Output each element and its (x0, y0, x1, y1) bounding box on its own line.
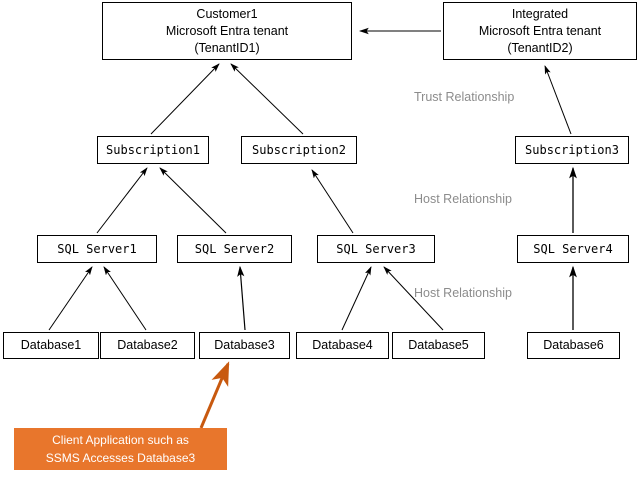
server-box-sqlserver4[interactable]: SQL Server4 (517, 235, 629, 263)
edge-label-host-relationship-lower: Host Relationship (414, 286, 512, 300)
database-box-database5[interactable]: Database5 (392, 332, 485, 359)
database2-label: Database2 (117, 338, 178, 352)
database5-label: Database5 (408, 338, 469, 352)
database-box-database3[interactable]: Database3 (199, 332, 290, 359)
callout-line1: Client Application such as (52, 433, 189, 447)
database-box-database4[interactable]: Database4 (296, 332, 389, 359)
sqlserver1-label: SQL Server1 (57, 242, 137, 256)
sqlserver4-label: SQL Server4 (533, 242, 613, 256)
server-box-sqlserver2[interactable]: SQL Server2 (177, 235, 292, 263)
subscription3-label: Subscription3 (525, 143, 619, 157)
database-box-database2[interactable]: Database2 (100, 332, 195, 359)
database-box-database6[interactable]: Database6 (527, 332, 620, 359)
edge-database1-to-sqlserver1 (48, 266, 93, 331)
edge-database3-to-sqlserver2 (237, 265, 246, 331)
database-box-database1[interactable]: Database1 (3, 332, 99, 359)
edge-sqlserver2-to-subscription1 (159, 167, 227, 234)
edge-subscription3-to-integrated (544, 65, 572, 135)
subscription-box-subscription3[interactable]: Subscription3 (515, 136, 629, 164)
edge-callout-to-database3 (199, 361, 230, 429)
subscription1-label: Subscription1 (106, 143, 200, 157)
tenant-customer1-line2: Microsoft Entra tenant (165, 23, 289, 38)
database3-label: Database3 (214, 338, 275, 352)
tenant-customer1-line1: Customer1 (196, 6, 258, 21)
tenant-customer1-line3: (TenantID1) (194, 40, 260, 55)
database4-label: Database4 (312, 338, 373, 352)
server-box-sqlserver1[interactable]: SQL Server1 (37, 235, 157, 263)
sqlserver2-label: SQL Server2 (194, 242, 275, 256)
database6-label: Database6 (543, 338, 604, 352)
edge-database2-to-sqlserver1 (103, 266, 147, 331)
tenant-box-customer1[interactable]: Customer1 Microsoft Entra tenant (Tenant… (102, 2, 352, 60)
edge-database4-to-sqlserver3 (341, 266, 372, 331)
edge-label-trust-relationship: Trust Relationship (414, 90, 515, 104)
sqlserver3-label: SQL Server3 (336, 242, 416, 256)
subscription-box-subscription1[interactable]: Subscription1 (97, 136, 209, 164)
tenant-integrated-line1: Integrated (511, 6, 569, 21)
edge-subscription2-to-customer1 (230, 63, 304, 135)
subscription-box-subscription2[interactable]: Subscription2 (241, 136, 357, 164)
subscription2-label: Subscription2 (252, 143, 346, 157)
database1-label: Database1 (20, 338, 82, 352)
edge-sqlserver1-to-subscription1 (96, 167, 148, 234)
edge-subscription1-to-customer1 (150, 63, 220, 135)
tenant-integrated-line3: (TenantID2) (507, 40, 573, 55)
tenant-box-integrated[interactable]: Integrated Microsoft Entra tenant (Tenan… (443, 2, 637, 60)
tenant-integrated-line2: Microsoft Entra tenant (478, 23, 602, 38)
callout-line2: SSMS Accesses Database3 (45, 451, 196, 465)
edge-sqlserver3-to-subscription2 (311, 169, 354, 234)
client-application-callout[interactable]: Client Application such as SSMS Accesses… (14, 428, 227, 470)
server-box-sqlserver3[interactable]: SQL Server3 (317, 235, 435, 263)
edge-label-host-relationship-upper: Host Relationship (414, 192, 512, 206)
